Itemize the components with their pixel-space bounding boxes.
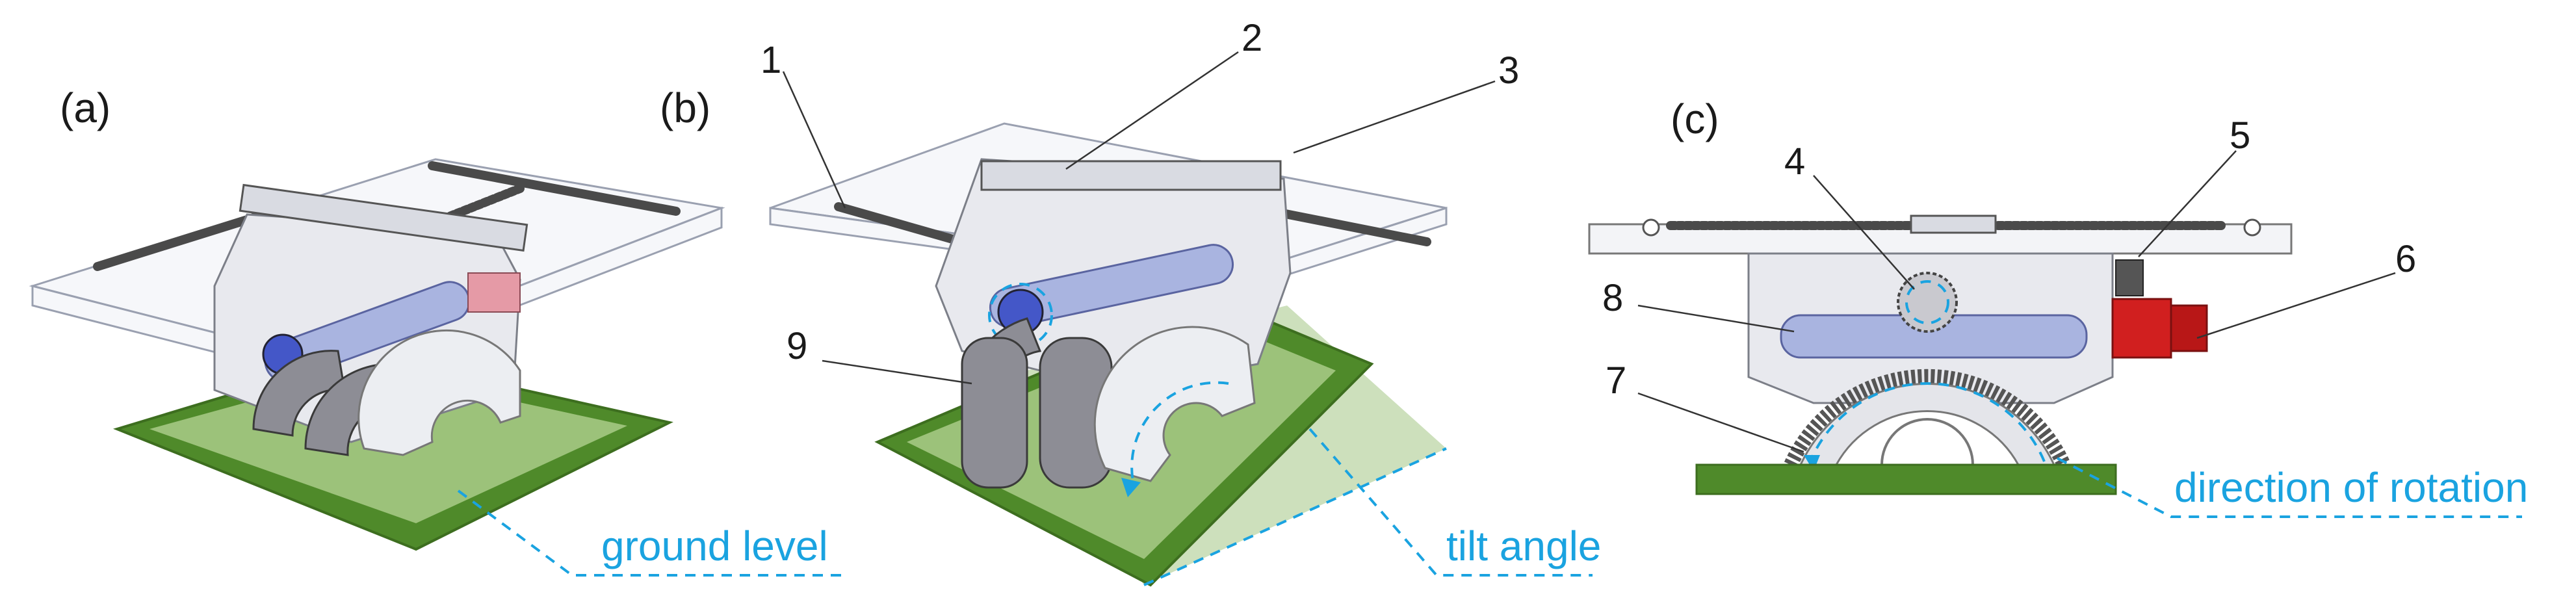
cradle-a xyxy=(358,329,521,456)
ground-bar-c xyxy=(1695,463,2117,495)
part-number-8: 8 xyxy=(1602,277,1623,319)
cradle-b xyxy=(1093,326,1256,482)
tilt-angle-annotation: tilt angle xyxy=(1143,428,1601,586)
panel-b: (b) xyxy=(660,84,1601,587)
guide-rod-back-a xyxy=(428,161,681,216)
part-number-7: 7 xyxy=(1606,359,1626,402)
ground-level-label: ground level xyxy=(601,523,828,569)
ground-level-annotation: ground level xyxy=(457,489,842,577)
cradle-rotation-arrow xyxy=(1130,381,1229,488)
rotation-arrow-c xyxy=(1809,382,2046,462)
motor-c xyxy=(2111,259,2208,359)
part-number-5: 5 xyxy=(2230,114,2250,157)
part-number-2: 2 xyxy=(1242,17,1262,59)
pinion-rotation-indicator-c xyxy=(1905,280,1949,324)
tilt-angle-label: tilt angle xyxy=(1446,523,1601,569)
panel-c-label: (c) xyxy=(1671,96,1719,142)
rotation-annotation: direction of rotation xyxy=(2057,457,2528,518)
part-number-9: 9 xyxy=(787,325,807,367)
part-number-3: 3 xyxy=(1498,49,1519,92)
sector-gear-c xyxy=(1784,369,2071,468)
panel-a-label: (a) xyxy=(60,84,111,131)
direction-of-rotation-label: direction of rotation xyxy=(2174,464,2528,511)
pinion-rotation-indicator xyxy=(988,283,1053,348)
sector-gear-a1 xyxy=(252,350,346,437)
panel-b-label: (b) xyxy=(660,84,710,131)
panel-c: (c) direction of rotati xyxy=(1588,96,2528,518)
part-number-4: 4 xyxy=(1784,140,1805,183)
part-number-callouts: 1 2 3 4 5 6 7 8 9 xyxy=(761,17,2416,453)
part-number-1: 1 xyxy=(761,39,781,81)
part-number-6: 6 xyxy=(2395,238,2416,280)
panel-a: (a) ground level xyxy=(29,84,842,577)
